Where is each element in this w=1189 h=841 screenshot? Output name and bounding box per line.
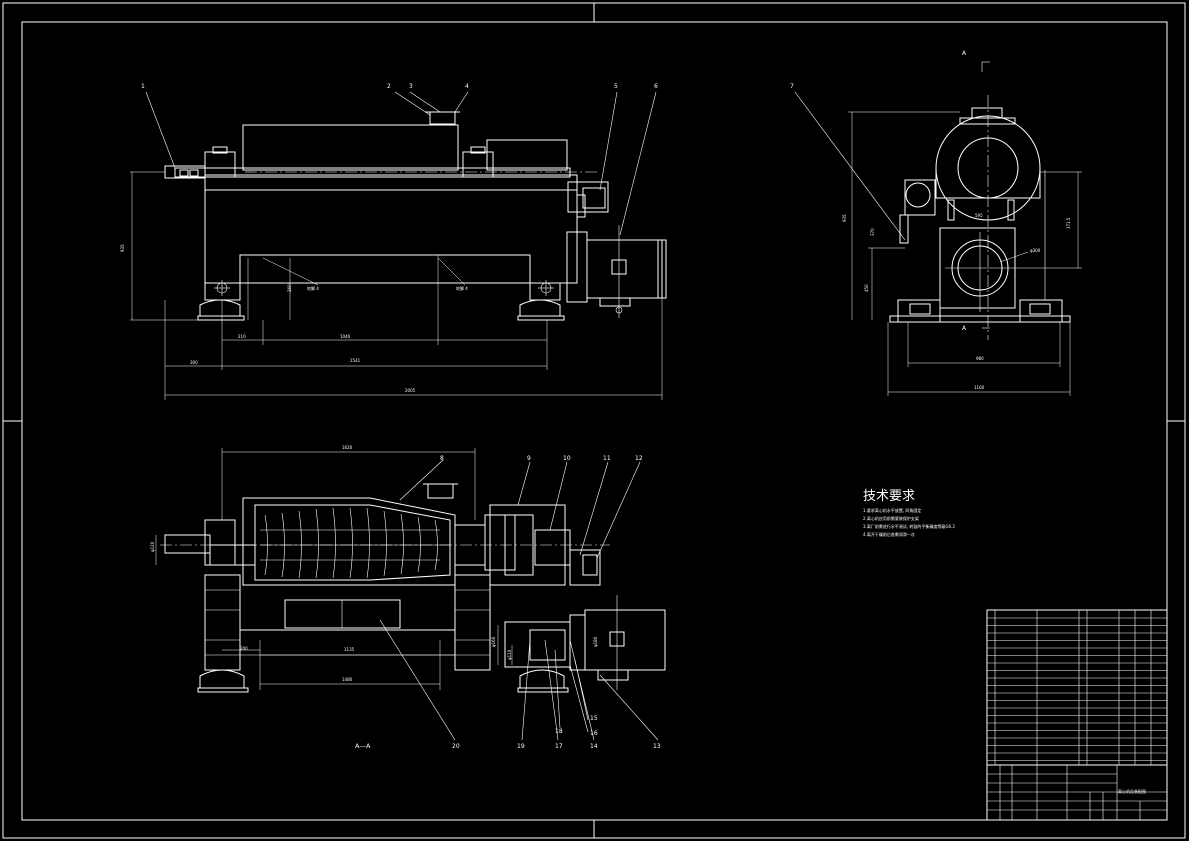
balloon-11: 11 [603, 455, 611, 462]
title-block-title: 离心机总装配图 [1118, 788, 1146, 794]
balloon-7: 7 [790, 83, 794, 90]
balloon-1: 1 [141, 83, 145, 90]
balloon-12: 12 [635, 455, 643, 462]
section-label: A—A [355, 742, 371, 750]
balloon-14: 14 [590, 743, 598, 750]
balloon-8: 8 [440, 455, 444, 462]
svg-text:地脚 4: 地脚 4 [307, 285, 319, 291]
front-view: 935 300 210 1040 1541 2005 260 地脚 4 地脚 4 [120, 91, 667, 400]
balloon-3: 3 [409, 83, 413, 90]
balloon-2: 2 [387, 83, 391, 90]
svg-text:935: 935 [842, 214, 847, 222]
svg-text:200: 200 [240, 646, 248, 651]
part-balloons: 1 2 3 4 5 6 7 8 9 10 11 12 13 14 15 16 1… [141, 83, 794, 750]
title-block: 离心机总装配图 [986, 609, 1168, 821]
balloon-20: 20 [452, 743, 460, 750]
balloon-15: 15 [590, 715, 598, 722]
svg-text:φ180: φ180 [593, 636, 598, 647]
tech-req-item-2: 2.离心机应用前需要装保护支架 [863, 515, 919, 521]
balloon-5: 5 [614, 83, 618, 90]
svg-text:2005: 2005 [405, 388, 416, 393]
svg-text:1541: 1541 [350, 358, 361, 363]
svg-text:980: 980 [976, 356, 984, 361]
balloon-18: 18 [555, 728, 563, 735]
bom-rows [987, 617, 1167, 761]
svg-text:φ110: φ110 [507, 649, 512, 660]
svg-text:595: 595 [975, 213, 983, 218]
svg-text:1160: 1160 [974, 385, 985, 390]
balloon-4: 4 [465, 83, 469, 90]
section-mark-top: A [962, 50, 967, 57]
side-view: 935 450 371.5 980 1160 φ300 595 370 A A [794, 50, 1082, 396]
svg-text:1135: 1135 [344, 647, 355, 652]
svg-text:地脚 4: 地脚 4 [456, 285, 468, 291]
tech-req-item-1: 1.要求离心机水平放置, 四角固定 [863, 507, 921, 513]
tech-req-item-4: 4.离开干燥前后各需润滑一次 [863, 531, 915, 537]
balloon-6: 6 [654, 83, 658, 90]
svg-text:371.5: 371.5 [1066, 217, 1071, 229]
svg-text:260: 260 [287, 284, 292, 292]
section-mark-bottom: A [962, 325, 967, 332]
screw-flights [260, 507, 450, 579]
svg-text:935: 935 [120, 244, 125, 252]
frame-hatching [205, 589, 490, 641]
balloon-9: 9 [527, 455, 531, 462]
svg-text:1040: 1040 [340, 334, 351, 339]
svg-text:φ160: φ160 [491, 636, 496, 647]
balloon-17: 17 [555, 743, 563, 750]
svg-text:1480: 1480 [342, 677, 353, 682]
section-view: 1620 φ120 200 1135 1480 φ160 φ110 φ180 [150, 445, 666, 741]
svg-text:210: 210 [238, 334, 246, 339]
svg-text:370: 370 [870, 228, 875, 236]
balloon-10: 10 [563, 455, 571, 462]
tech-req-title: 技术要求 [863, 489, 915, 504]
balloon-16: 16 [590, 730, 598, 737]
balloon-13: 13 [653, 743, 661, 750]
technical-requirements: 技术要求 1.要求离心机水平放置, 四角固定 2.离心机应用前需要装保护支架 3… [863, 489, 955, 537]
svg-text:φ120: φ120 [150, 541, 155, 552]
balloon-19: 19 [517, 743, 525, 750]
svg-text:1620: 1620 [342, 445, 353, 450]
svg-text:300: 300 [190, 360, 198, 365]
svg-text:φ300: φ300 [1030, 248, 1041, 253]
tech-req-item-3: 3.离厂前需进行水平测试, 转鼓的平衡精度等级G6.3 [863, 523, 955, 529]
svg-text:450: 450 [864, 284, 869, 292]
